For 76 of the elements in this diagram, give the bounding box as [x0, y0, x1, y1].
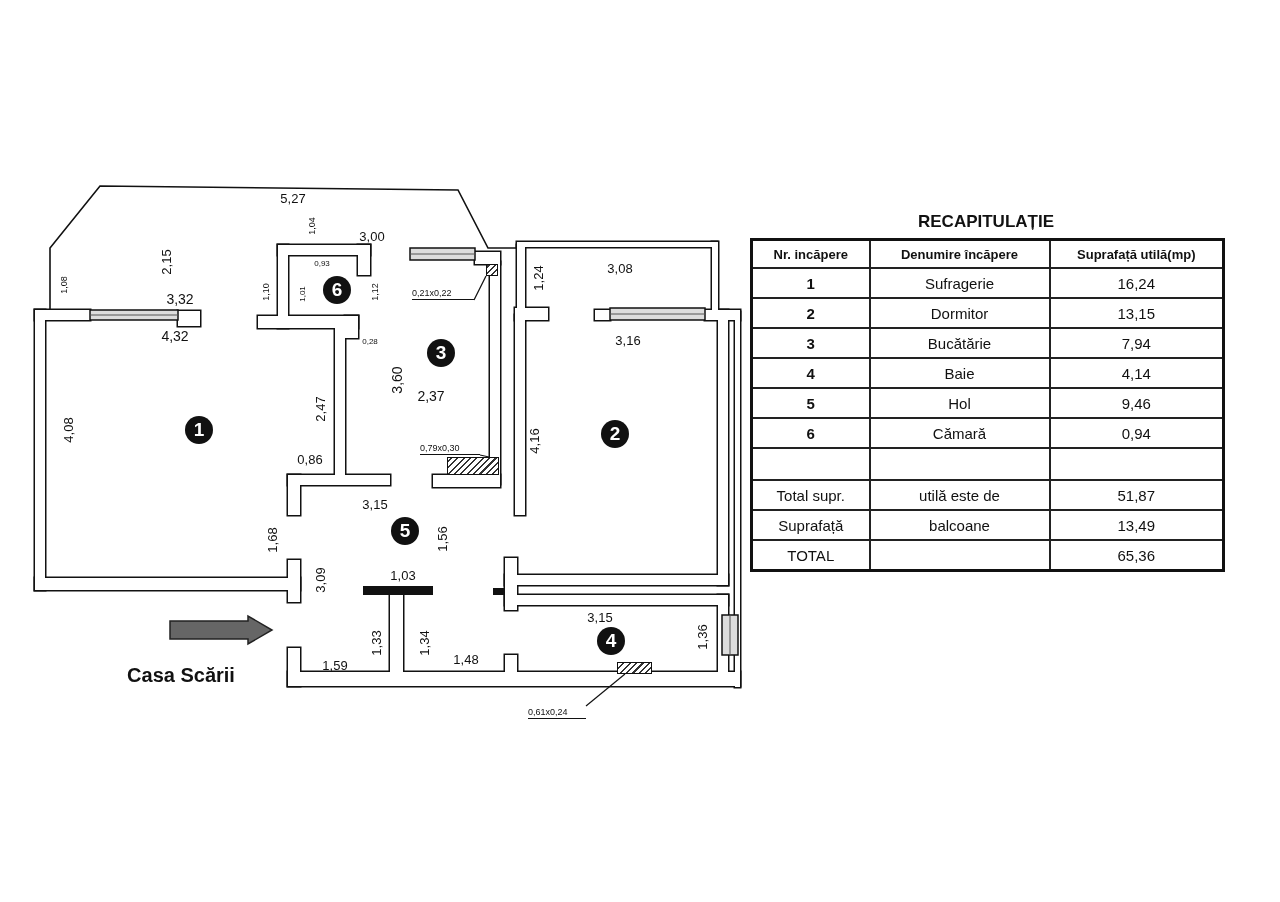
- dimension-label: 3,32: [166, 292, 194, 306]
- room-number-marker: 2: [601, 420, 629, 448]
- table-cell-text: 51,87: [1117, 486, 1155, 504]
- hatched-duct: [486, 264, 498, 276]
- dimension-label: 2,47: [313, 396, 327, 422]
- dimension-label: 1,34: [417, 630, 431, 656]
- dimension-label: 1,36: [695, 624, 709, 650]
- dimension-label: 3,15: [362, 497, 388, 511]
- table-cell-text: Cămară: [932, 424, 987, 442]
- leader-line: [479, 454, 490, 458]
- table-cell-text: 4,14: [1121, 364, 1151, 382]
- table-cell-text: 6: [806, 424, 815, 442]
- table-cell-text: Total supr.: [776, 486, 845, 504]
- table-cell-text: 7,94: [1121, 334, 1151, 352]
- table-cell-text: Bucătărie: [927, 334, 992, 352]
- leader-line: [473, 275, 487, 301]
- dimension-label: 1,03: [390, 568, 416, 582]
- dimension-label: 3,00: [359, 229, 385, 243]
- table-cell-text: 13,49: [1117, 516, 1155, 534]
- dimension-label: 2,37: [417, 389, 445, 403]
- table-cell-text: TOTAL: [787, 546, 835, 564]
- dimension-label: 1,08: [59, 276, 69, 294]
- table-cell-text: Hol: [948, 394, 971, 412]
- column-header: Suprafață utilă(mp): [1077, 246, 1196, 262]
- room-number-marker: 6: [323, 276, 351, 304]
- room-number-marker: 3: [427, 339, 455, 367]
- table-cell-text: 3: [806, 334, 815, 352]
- table-cell-text: 4: [806, 364, 815, 382]
- hatched-duct: [447, 457, 499, 475]
- column-header: Denumire încăpere: [900, 246, 1018, 262]
- room-number-marker: 5: [391, 517, 419, 545]
- table-cell-text: utilă este de: [919, 486, 1000, 504]
- table-cell-text: Dormitor: [930, 304, 989, 322]
- dimension-label: 4,16: [527, 428, 541, 454]
- table-cell-text: 5: [806, 394, 815, 412]
- dimension-label: 1,59: [322, 658, 348, 672]
- dimension-label: 3,16: [615, 333, 641, 347]
- table-cell-text: 65,36: [1117, 546, 1155, 564]
- hatched-duct: [617, 662, 652, 674]
- dimension-label: 4,08: [61, 417, 75, 443]
- stairwell-label: Casa Scării: [127, 665, 235, 685]
- column-header: Nr. incăpere: [773, 246, 848, 262]
- table-cell-text: 9,46: [1121, 394, 1151, 412]
- dimension-label: 5,27: [280, 191, 306, 205]
- leader-line: [585, 673, 626, 707]
- dimension-label: 1,33: [369, 630, 383, 656]
- dimension-label: 3,15: [587, 610, 613, 624]
- dimension-label: 4,32: [161, 329, 189, 343]
- table-cell-text: balcoane: [929, 516, 990, 534]
- dimension-label: 3,09: [313, 567, 327, 593]
- table-cell-text: 13,15: [1117, 304, 1155, 322]
- dimension-label: 1,48: [453, 652, 479, 666]
- table-cell-text: Suprafață: [778, 516, 844, 534]
- dimension-label: 0,28: [362, 338, 378, 346]
- dimension-label: 2,15: [159, 249, 173, 275]
- table-cell-text: 0,94: [1121, 424, 1151, 442]
- dimension-label: 1,68: [265, 527, 279, 553]
- room-number-marker: 4: [597, 627, 625, 655]
- dimension-label: 3,08: [607, 261, 633, 275]
- dimension-label: 1,12: [370, 283, 380, 301]
- room-number-marker: 1: [185, 416, 213, 444]
- dimension-label: 1,01: [299, 286, 307, 302]
- dimension-label: 1,10: [261, 283, 271, 301]
- dimension-callout: 0,21x0,22: [412, 287, 474, 300]
- table-cell-text: 2: [806, 304, 815, 322]
- table-cell-text: Sufragerie: [924, 274, 995, 292]
- table-cell-text: 1: [806, 274, 815, 292]
- dimension-label: 1,56: [435, 526, 449, 552]
- dimension-callout: 0,79x0,30: [420, 442, 480, 455]
- table-title: RECAPITULAȚIE: [917, 212, 1055, 232]
- dimension-label: 1,24: [531, 265, 545, 291]
- table-cell-text: Baie: [944, 364, 975, 382]
- dimension-label: 0,86: [297, 452, 323, 466]
- dimension-label: 1,04: [307, 217, 317, 235]
- table-cell-text: 16,24: [1117, 274, 1155, 292]
- dimension-callout: 0,61x0,24: [528, 706, 586, 719]
